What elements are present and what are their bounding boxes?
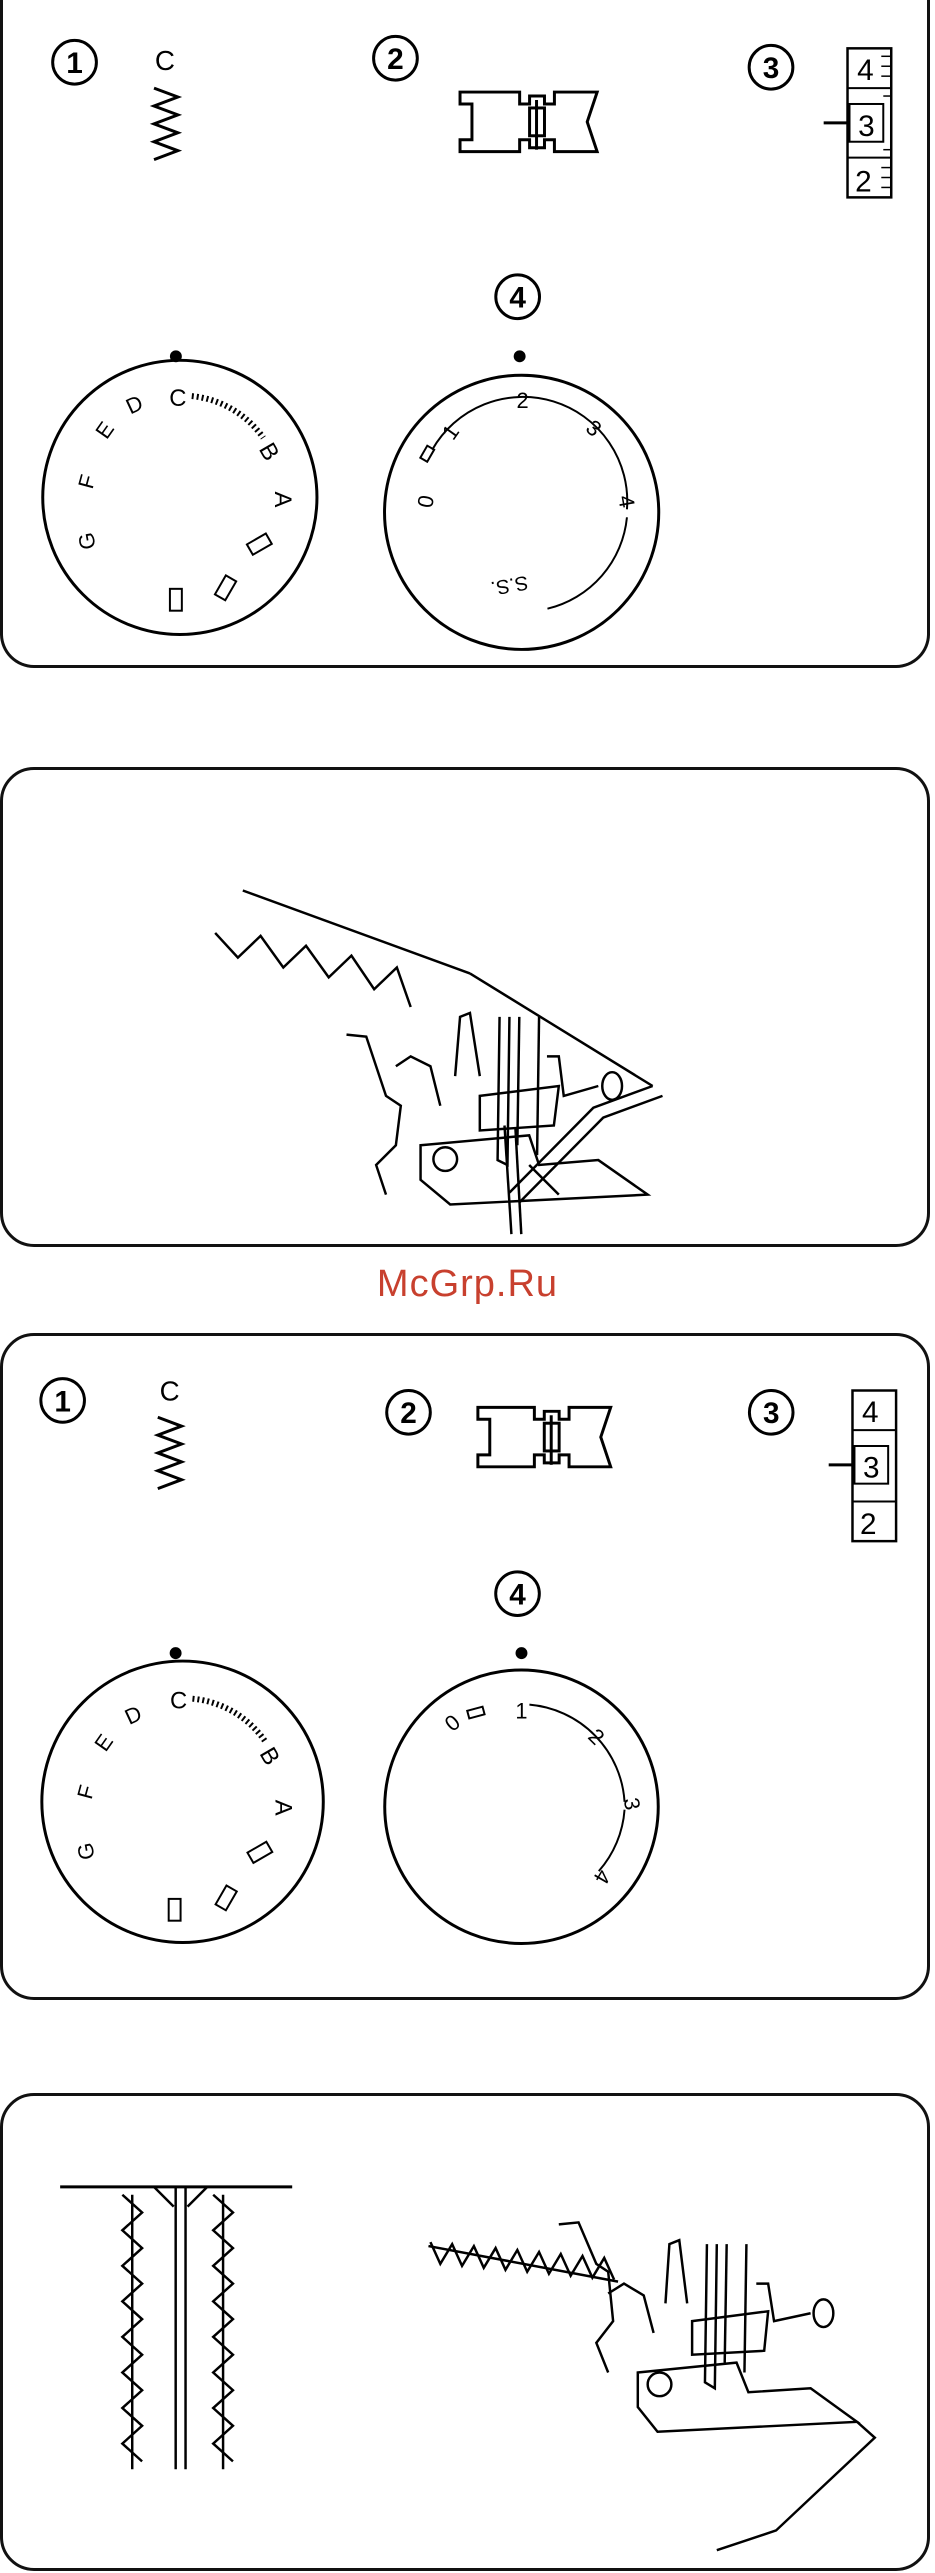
dial-label-4: 4 bbox=[589, 1865, 617, 1888]
seam-overcasting-illustration bbox=[3, 2096, 927, 2568]
dial-label-a: A bbox=[269, 491, 296, 507]
buttonhole-symbol-icon bbox=[170, 589, 182, 611]
dial-label-1: 1 bbox=[515, 1699, 527, 1724]
zigzag-stitch-icon bbox=[154, 88, 178, 160]
step-badge-2: 2 bbox=[374, 36, 418, 80]
dial-label-0: 0 bbox=[440, 1709, 465, 1736]
dial-label-c: C bbox=[169, 385, 186, 412]
buttonhole-symbol-icon bbox=[215, 575, 236, 600]
settings-illustration-2: 1 2 3 4 C 4 3 2 bbox=[3, 1336, 927, 1997]
pattern-selector-dial: C B A G F E D bbox=[43, 350, 317, 634]
sewing-illustration-panel-2 bbox=[0, 2093, 930, 2571]
sewing-illustration-panel-1 bbox=[0, 767, 930, 1247]
dial-label-b: B bbox=[254, 1743, 285, 1770]
dial-label-f: F bbox=[73, 472, 101, 491]
step-badge-4: 4 bbox=[496, 275, 540, 319]
dial-label-e: E bbox=[90, 417, 119, 443]
step-number: 1 bbox=[66, 47, 83, 80]
dial-label-g: G bbox=[72, 1841, 100, 1862]
stitch-length-dial: 0 1 2 3 4 S.S. bbox=[385, 350, 659, 649]
presser-foot-icon bbox=[460, 92, 597, 152]
dial-label-b: B bbox=[253, 438, 284, 465]
presser-foot-icon bbox=[478, 1407, 611, 1466]
dial-label-c: C bbox=[170, 1688, 187, 1715]
buttonhole-symbol-icon bbox=[247, 533, 272, 554]
dial-label-d: D bbox=[121, 1700, 146, 1729]
scale-label-lower: 2 bbox=[855, 165, 872, 198]
step-badge-1: 1 bbox=[41, 1379, 85, 1423]
dial-label-a: A bbox=[270, 1800, 297, 1816]
step-badge-1: 1 bbox=[53, 40, 97, 84]
step-number: 4 bbox=[509, 282, 526, 315]
scale-label-selected: 3 bbox=[858, 110, 875, 143]
zigzag-stitch-icon bbox=[158, 1417, 182, 1488]
step-number: 1 bbox=[54, 1385, 71, 1418]
stitch-length-scale: 4 3 2 bbox=[829, 1391, 896, 1542]
pattern-letter: C bbox=[155, 45, 175, 76]
dial-label-g: G bbox=[73, 531, 101, 552]
pattern-letter: C bbox=[160, 1375, 180, 1406]
dial-label-ss: S.S. bbox=[489, 571, 530, 599]
step-badge-3: 3 bbox=[749, 1391, 793, 1435]
settings-panel-1: 1 2 3 4 C bbox=[0, 0, 930, 668]
step-badge-2: 2 bbox=[387, 1391, 431, 1435]
dial-label-e: E bbox=[89, 1729, 118, 1755]
pattern-selector-dial: C B A G F E D bbox=[42, 1647, 323, 1942]
dial-label-f: F bbox=[72, 1782, 100, 1801]
dial-label-0: 0 bbox=[412, 493, 439, 509]
dial-indicator-dot bbox=[170, 1647, 182, 1659]
step-number: 2 bbox=[387, 43, 404, 76]
step-number: 2 bbox=[400, 1397, 417, 1430]
buttonhole-symbol-icon bbox=[169, 1899, 181, 1921]
zigzag-sewing-illustration bbox=[3, 770, 927, 1244]
settings-illustration-1: 1 2 3 4 C bbox=[3, 0, 927, 665]
step-badge-3: 3 bbox=[749, 45, 793, 89]
scale-label-lower: 2 bbox=[860, 1508, 877, 1541]
scale-label-upper: 4 bbox=[862, 1396, 879, 1429]
step-badge-4: 4 bbox=[496, 1572, 540, 1616]
scale-label-selected: 3 bbox=[863, 1452, 880, 1485]
scale-label-upper: 4 bbox=[857, 54, 874, 87]
buttonhole-symbol-icon bbox=[247, 1842, 272, 1863]
dial-indicator-dot bbox=[516, 1647, 528, 1659]
dial-label-3: 3 bbox=[619, 1796, 646, 1812]
buttonhole-symbol-icon bbox=[216, 1885, 237, 1910]
dial-label-4: 4 bbox=[613, 493, 640, 509]
stitch-length-scale: 4 3 2 bbox=[824, 48, 892, 198]
dial-label-2: 2 bbox=[517, 388, 529, 413]
dial-label-d: D bbox=[122, 390, 147, 419]
dial-indicator-dot bbox=[514, 350, 526, 362]
stitch-length-dial: 0 1 2 3 4 bbox=[385, 1647, 659, 1943]
dial-label-3: 3 bbox=[581, 415, 606, 442]
watermark-text: McGrp.Ru bbox=[0, 1263, 935, 1306]
dial-label-1: 1 bbox=[437, 420, 464, 444]
step-number: 3 bbox=[763, 52, 780, 85]
settings-panel-2: 1 2 3 4 C 4 3 2 bbox=[0, 1333, 930, 2000]
step-number: 3 bbox=[763, 1397, 780, 1430]
step-number: 4 bbox=[509, 1579, 526, 1612]
